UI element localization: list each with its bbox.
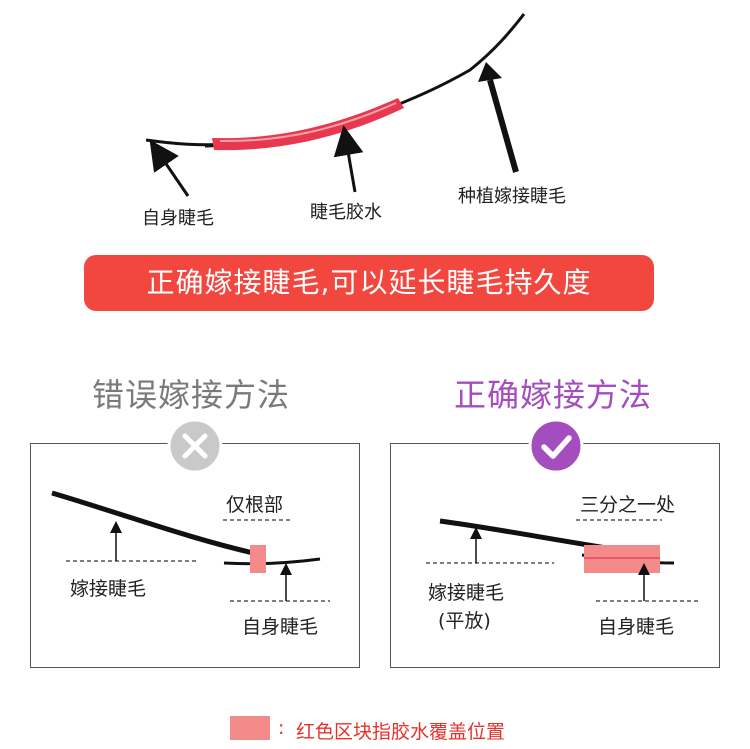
right-label-extension: 嫁接睫毛: [428, 582, 505, 604]
legend-swatch: [230, 716, 270, 740]
top-lash-diagram: [145, 13, 526, 197]
wrong-lash-diagram: [51, 490, 330, 602]
banner: 正确嫁接睫毛,可以延长睫毛持久度: [84, 255, 654, 311]
glue-tube: [212, 98, 404, 151]
right-label-position: 三分之一处: [580, 494, 676, 516]
cross-icon: [167, 418, 223, 474]
right-method-title: 正确嫁接方法: [454, 376, 653, 414]
wrong-label-position: 仅根部: [226, 494, 284, 516]
wrong-glue-block: [250, 545, 266, 573]
wrong-method-panel: [30, 443, 360, 668]
arrow-natural: [149, 139, 190, 197]
wrong-label-natural: 自身睫毛: [242, 616, 319, 638]
right-lash-diagram: [426, 518, 700, 602]
top-label-natural: 自身睫毛: [142, 208, 214, 229]
right-label-natural: 自身睫毛: [598, 616, 675, 638]
legend-text: 红色区块指胶水覆盖位置: [296, 721, 506, 743]
top-label-glue: 睫毛胶水: [310, 202, 382, 223]
wrong-method-title: 错误嫁接方法: [92, 376, 291, 414]
arrow-graft: [487, 79, 519, 173]
arrow-glue: [333, 125, 364, 193]
legend-colon: :: [278, 717, 285, 739]
extension-lash: [204, 13, 526, 148]
right-label-extension-note: (平放): [438, 610, 491, 632]
check-icon: [528, 418, 584, 474]
wrong-label-extension: 嫁接睫毛: [70, 578, 147, 600]
top-label-graft: 种植嫁接睫毛: [458, 186, 566, 207]
right-method-panel: [390, 443, 720, 668]
right-glue-block: [584, 545, 660, 573]
